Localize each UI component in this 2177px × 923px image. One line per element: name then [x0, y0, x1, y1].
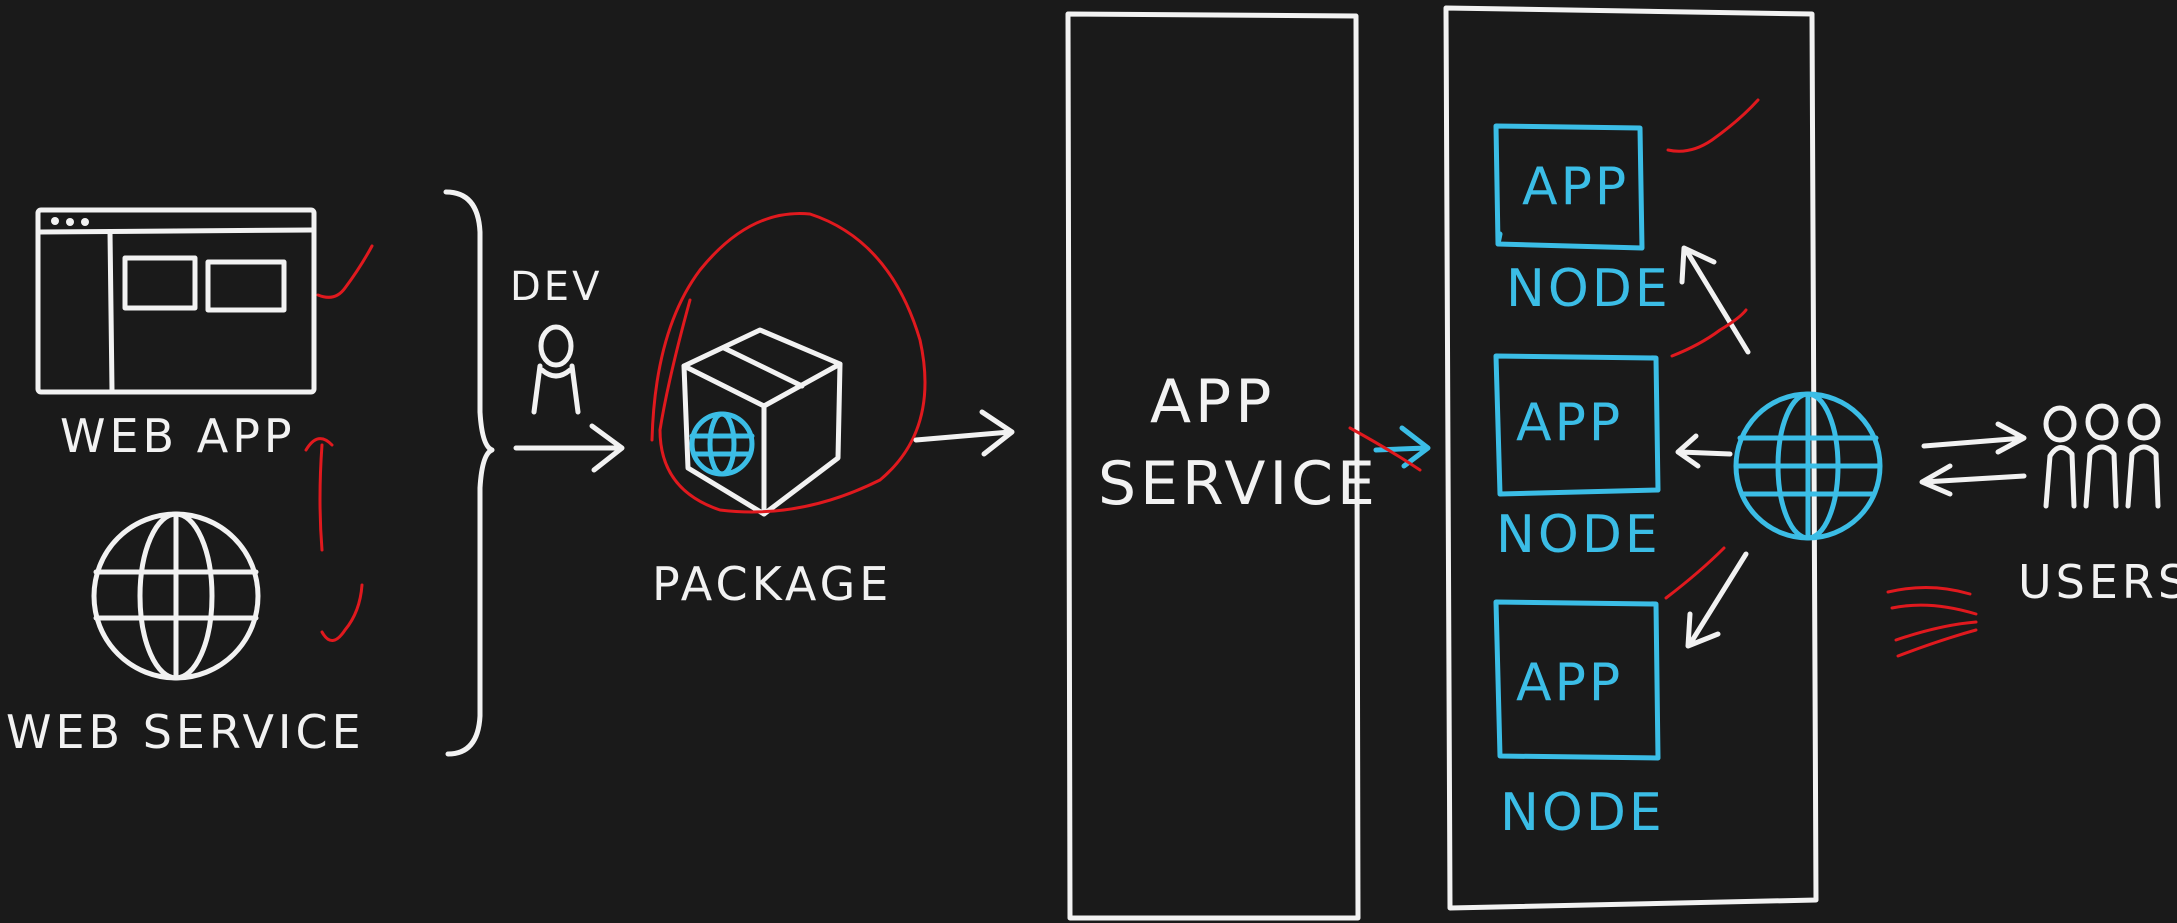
- app-service-container: [1065, 11, 1361, 921]
- arrow-right-icon: [513, 423, 625, 473]
- dev-label: DEV: [510, 264, 602, 310]
- app-node: APP NODE: [1493, 353, 1661, 565]
- node-app-label: APP: [1516, 653, 1623, 713]
- nodes-container: [1443, 5, 1819, 911]
- globe-icon: [91, 511, 261, 681]
- arrow-right-icon: [913, 409, 1015, 457]
- load-balancer-globe-icon: [1733, 391, 1883, 541]
- developer-icon: [531, 324, 581, 415]
- node-label: NODE: [1500, 783, 1665, 843]
- annotation-hook: [320, 583, 364, 642]
- app-node: APP NODE: [1493, 123, 1671, 319]
- annotation-double-arrow: [1886, 586, 1978, 658]
- node-label: NODE: [1506, 259, 1671, 319]
- package-box-icon: [681, 327, 843, 517]
- app-service-label-line1: APP: [1150, 367, 1275, 437]
- check-mark-node: [1664, 546, 1726, 600]
- arrow-down-left-icon: [1685, 551, 1749, 649]
- arrow-left-icon: [1675, 433, 1733, 469]
- check-mark-node: [1670, 308, 1748, 358]
- web-app-label: WEB APP: [60, 409, 296, 463]
- app-node: APP NODE: [1493, 599, 1665, 843]
- users-icon: [2043, 403, 2161, 509]
- web-service-label: WEB SERVICE: [6, 705, 365, 759]
- check-mark-node: [1666, 98, 1760, 153]
- grouping-brace: [443, 189, 495, 757]
- package-label: PACKAGE: [652, 557, 892, 611]
- check-mark-web-app: [316, 244, 374, 299]
- node-app-label: APP: [1516, 393, 1623, 453]
- node-label: NODE: [1496, 505, 1661, 565]
- annotation-circle: [650, 211, 927, 514]
- arrow-up-left-icon: [1679, 245, 1751, 355]
- node-app-label: APP: [1522, 157, 1629, 217]
- annotation-strike: [1348, 426, 1422, 472]
- web-app-icon: [35, 207, 317, 395]
- bidirectional-arrows-icon: [1919, 421, 2027, 497]
- app-service-label-line2: SERVICE: [1098, 449, 1379, 519]
- users-label: USERS: [2018, 555, 2177, 609]
- globe-icon-small: [689, 411, 755, 477]
- annotation-arrow-up: [304, 437, 334, 552]
- arrow-right-icon: [1373, 425, 1431, 469]
